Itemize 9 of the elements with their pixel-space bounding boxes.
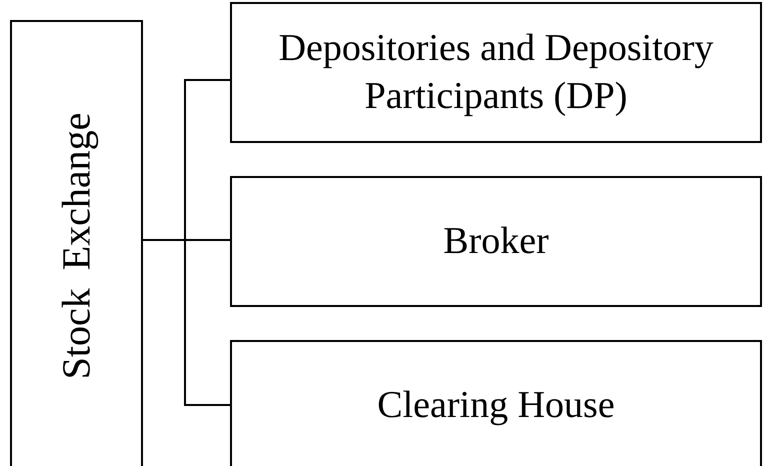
connector-line [143, 239, 230, 406]
box-label: Depositories and Depository Participants (DP) [278, 26, 714, 118]
box-label: Clearing House [376, 383, 616, 428]
process-box [230, 2, 762, 143]
box-label: Broker [442, 218, 550, 264]
process-box [230, 176, 762, 307]
box-label: Stock Exchange [52, 112, 100, 380]
vertical-box [10, 20, 143, 466]
process-box [230, 340, 762, 466]
